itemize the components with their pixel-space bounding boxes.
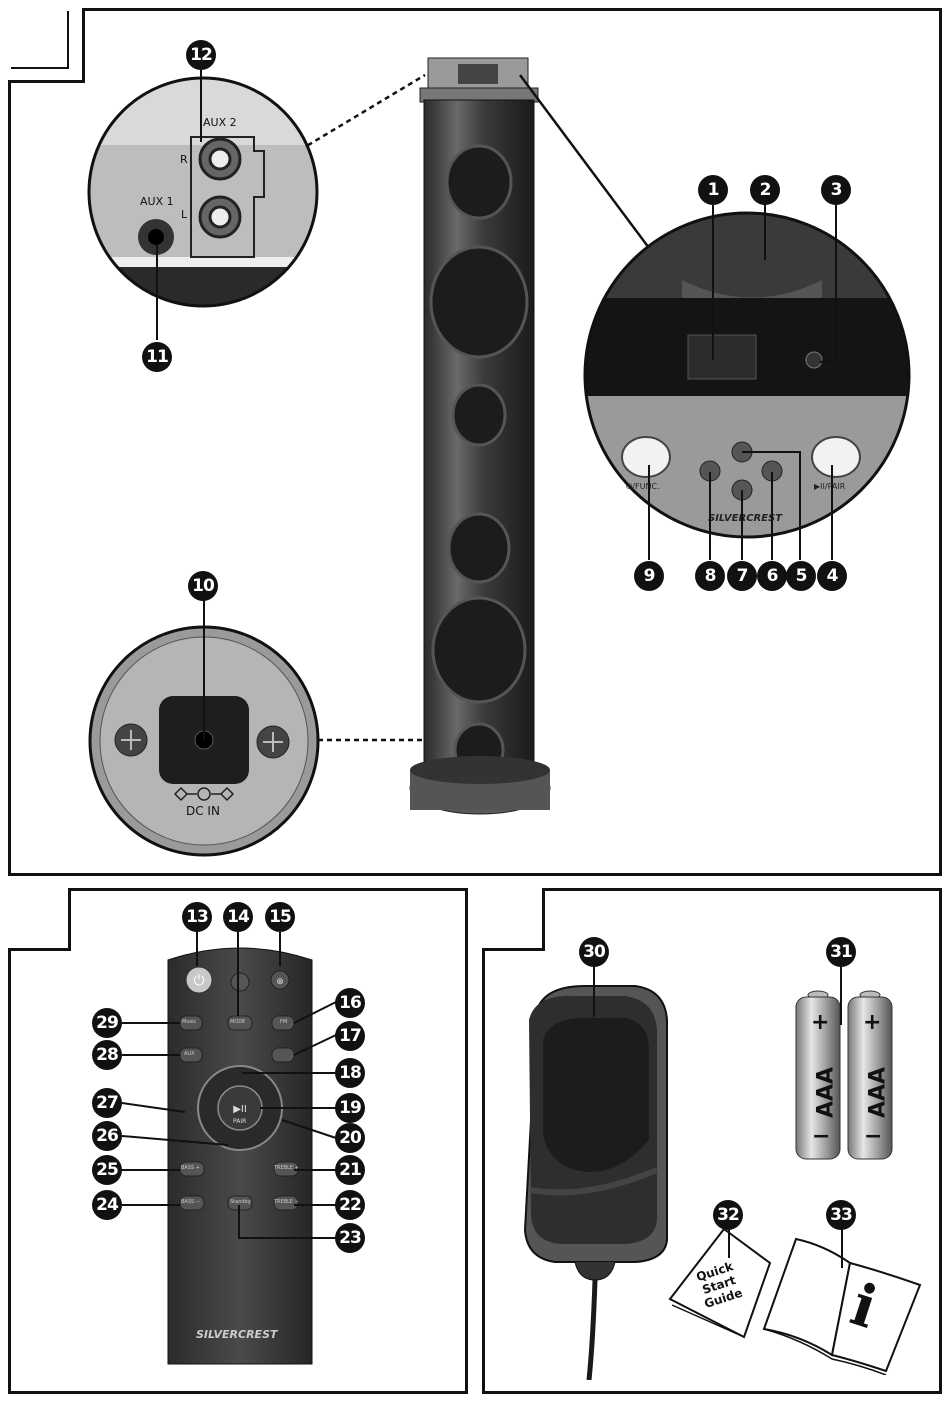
callout-32: 32 bbox=[713, 1200, 743, 1230]
callout-21: 21 bbox=[335, 1155, 365, 1185]
leader-32 bbox=[728, 1228, 730, 1258]
battery-2-label: AAA bbox=[866, 1063, 891, 1123]
callout-31: 31 bbox=[826, 937, 856, 967]
callout-9: 9 bbox=[634, 561, 664, 591]
callout-5: 5 bbox=[786, 561, 816, 591]
callout-18: 18 bbox=[335, 1058, 365, 1088]
callout-24: 24 bbox=[92, 1190, 122, 1220]
instruction-manual-illustration bbox=[760, 1235, 926, 1375]
callout-13: 13 bbox=[182, 902, 212, 932]
callout-33: 33 bbox=[826, 1200, 856, 1230]
dc-in-label: DC IN bbox=[186, 804, 220, 818]
battery-1-label: AAA bbox=[814, 1063, 839, 1123]
leader-30 bbox=[593, 965, 595, 1017]
callout-4: 4 bbox=[817, 561, 847, 591]
callout-1: 1 bbox=[698, 175, 728, 205]
battery-1-plus: + bbox=[811, 1010, 829, 1035]
callout-22: 22 bbox=[335, 1190, 365, 1220]
callout-23: 23 bbox=[335, 1223, 365, 1253]
battery-1-minus: − bbox=[812, 1124, 830, 1149]
leader-31 bbox=[840, 965, 842, 1025]
callout-14: 14 bbox=[223, 902, 253, 932]
battery-2-minus: − bbox=[864, 1124, 882, 1149]
callout-6: 6 bbox=[757, 561, 787, 591]
callout-2: 2 bbox=[750, 175, 780, 205]
leader-10 bbox=[203, 600, 205, 740]
callout-15: 15 bbox=[265, 902, 295, 932]
callout-20: 20 bbox=[335, 1123, 365, 1153]
callout-16: 16 bbox=[335, 988, 365, 1018]
callout-19: 19 bbox=[335, 1093, 365, 1123]
battery-2-plus: + bbox=[863, 1010, 881, 1035]
callout-25: 25 bbox=[92, 1155, 122, 1185]
remote-leaders bbox=[0, 880, 470, 1400]
callout-10: 10 bbox=[188, 571, 218, 601]
figure-3-corner bbox=[482, 888, 545, 951]
callout-29: 29 bbox=[92, 1008, 122, 1038]
callout-17: 17 bbox=[335, 1021, 365, 1051]
callout-7: 7 bbox=[727, 561, 757, 591]
callout-26: 26 bbox=[92, 1121, 122, 1151]
callout-3: 3 bbox=[821, 175, 851, 205]
callout-28: 28 bbox=[92, 1040, 122, 1070]
leader-33 bbox=[841, 1228, 843, 1268]
callout-8: 8 bbox=[695, 561, 725, 591]
callout-27: 27 bbox=[92, 1088, 122, 1118]
power-adapter-illustration bbox=[515, 980, 675, 1380]
callout-30: 30 bbox=[579, 937, 609, 967]
